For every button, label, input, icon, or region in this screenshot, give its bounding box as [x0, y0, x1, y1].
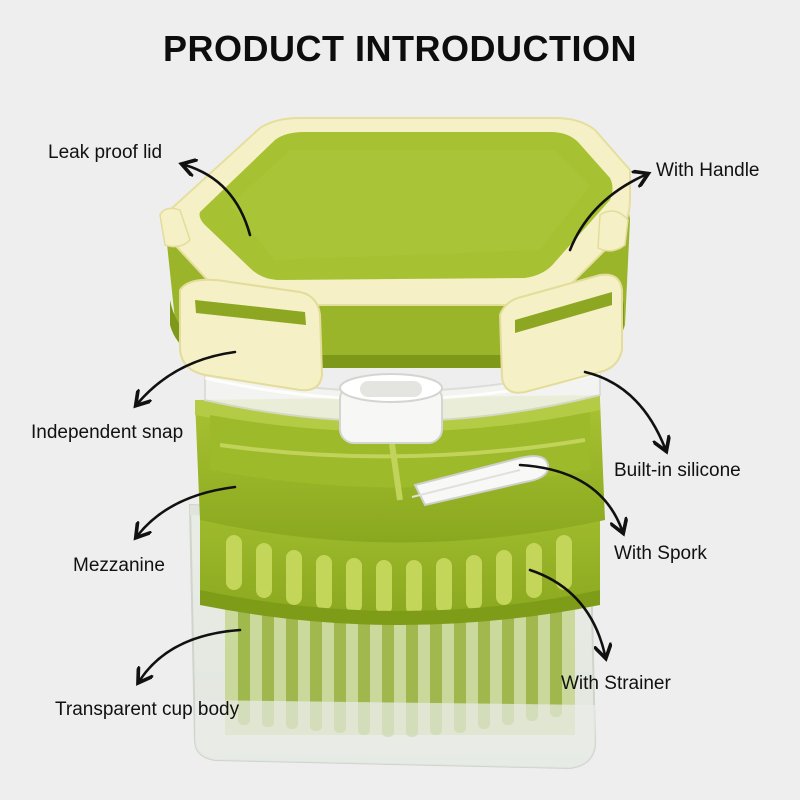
arrow-leak-proof-lid: [185, 165, 252, 237]
arrow-transparent-cup-body: [140, 628, 242, 680]
label-with-strainer: With Strainer: [561, 673, 671, 694]
label-independent-snap: Independent snap: [31, 422, 184, 443]
label-mezzanine: Mezzanine: [73, 555, 165, 576]
label-transparent-cup-body: Transparent cup body: [55, 699, 240, 720]
page-title: PRODUCT INTRODUCTION: [163, 28, 637, 69]
label-leak-proof-lid: Leak proof lid: [48, 142, 163, 163]
spork: [411, 455, 550, 507]
label-with-spork: With Spork: [614, 543, 707, 564]
label-with-handle: With Handle: [656, 160, 760, 181]
arrow-with-handle: [568, 175, 645, 252]
arrow-built-in-silicone: [583, 370, 665, 448]
sauce-cup: [339, 373, 443, 444]
arrow-independent-snap: [138, 350, 237, 403]
arrow-mezzanine: [138, 485, 237, 535]
arrow-with-spork: [518, 463, 622, 530]
arrow-with-strainer: [528, 568, 605, 655]
label-built-in-silicone: Built-in silicone: [614, 460, 741, 481]
leak-proof-lid: [159, 117, 631, 394]
